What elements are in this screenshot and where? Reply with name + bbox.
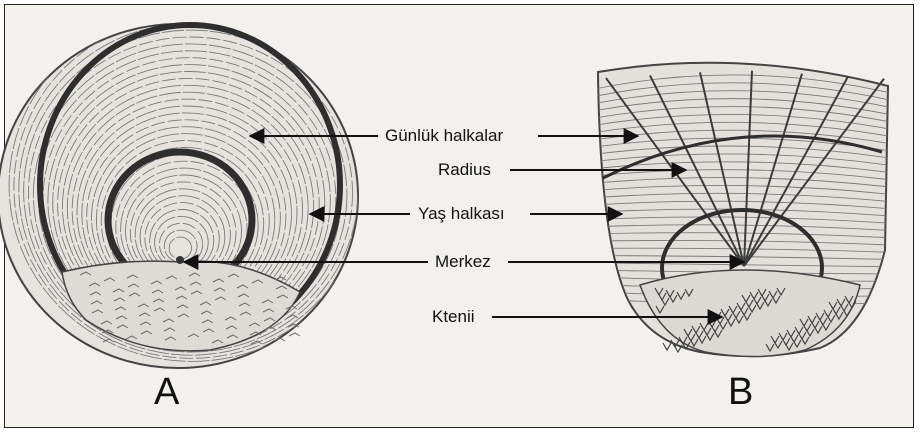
panel-label-b: B <box>728 372 753 412</box>
label-daily-rings: Günlük halkalar <box>385 126 503 146</box>
panel-label-a: A <box>154 372 179 412</box>
scale-a-focus <box>176 256 184 264</box>
label-ctenii: Ktenii <box>432 307 475 327</box>
scale-a <box>0 9 375 368</box>
scale-b <box>590 63 895 357</box>
label-age-ring: Yaş halkası <box>418 204 505 224</box>
texture-mark <box>289 333 300 336</box>
ctenius-spine <box>663 343 671 350</box>
label-center: Merkez <box>435 252 491 272</box>
label-radius: Radius <box>438 160 491 180</box>
